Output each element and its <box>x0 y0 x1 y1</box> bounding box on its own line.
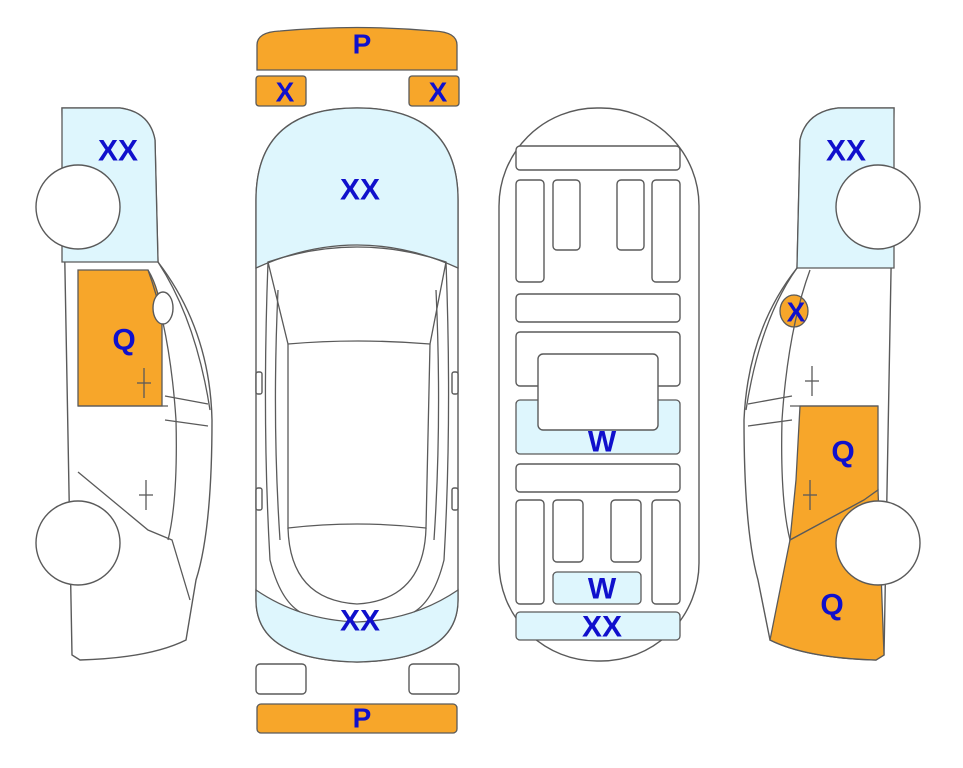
rear-left-corner-panel[interactable] <box>255 663 307 695</box>
front-left-corner-label: X <box>276 77 295 108</box>
right-door-divider <box>747 395 878 427</box>
left-front-handle <box>137 368 151 398</box>
right-front-handle <box>805 366 819 396</box>
right-roof-line <box>781 269 811 541</box>
right-front-wheel <box>835 164 921 250</box>
right-rear-quarter-label: Q <box>820 589 843 622</box>
top-left-pillars <box>264 261 301 613</box>
rear-right-seat-inner <box>610 499 642 563</box>
top-view: P X X XX XX P <box>255 26 460 734</box>
left-hood-label: XX <box>98 135 138 168</box>
front-bumper-panel[interactable] <box>256 26 458 71</box>
right-hood-label: XX <box>826 135 866 168</box>
top-right-mirror <box>451 371 459 395</box>
rear-bumper-label: P <box>353 703 372 734</box>
left-door-label: Q <box>112 324 135 357</box>
top-left-mirror <box>255 371 263 395</box>
right-mirror-label: X <box>787 297 806 328</box>
front-right-corner-label: X <box>429 77 448 108</box>
right-rear-wheel <box>835 500 921 586</box>
top-rear-window <box>287 527 427 605</box>
left-side-view: XX Q <box>35 107 213 661</box>
rear-left-seat-inner <box>552 499 584 563</box>
top-right-pillars <box>413 261 450 613</box>
left-mirror <box>152 291 174 325</box>
right-rear-handle <box>803 480 817 510</box>
right-windshield-line <box>745 267 798 411</box>
left-rear-wheel <box>35 500 121 586</box>
rear-damage-label: W <box>588 573 617 606</box>
center-console <box>537 353 659 431</box>
left-door-divider <box>78 395 209 427</box>
rear-bumper-panel[interactable] <box>256 703 458 734</box>
top-roof <box>287 343 431 529</box>
front-left-seat-outer <box>515 179 545 283</box>
rear-left-seat-outer <box>515 499 545 605</box>
front-left-seat-inner <box>552 179 581 251</box>
front-bumper-label: P <box>353 29 372 60</box>
left-rear-handle <box>139 480 153 510</box>
top-hood-panel[interactable] <box>255 107 459 270</box>
left-front-wheel <box>35 164 121 250</box>
top-left-handle <box>255 487 263 511</box>
dashboard <box>515 145 681 171</box>
front-right-seat-outer <box>651 179 681 283</box>
left-rear-door-line <box>77 471 191 601</box>
front-right-seat-inner <box>616 179 645 251</box>
front-right-corner-panel[interactable] <box>408 75 460 107</box>
rear-right-seat-outer <box>651 499 681 605</box>
interior-view: W W XX <box>498 107 700 662</box>
front-left-corner-panel[interactable] <box>255 75 307 107</box>
top-hood-label: XX <box>340 174 380 207</box>
right-side-view: XX X Q Q <box>743 107 921 661</box>
top-rear-panel[interactable] <box>255 588 459 663</box>
rear-right-corner-panel[interactable] <box>408 663 460 695</box>
middle-damage-label: W <box>588 426 617 459</box>
trunk-damage-panel[interactable] <box>515 611 681 641</box>
left-windshield-line <box>157 261 211 411</box>
trunk-damage-label: XX <box>582 611 622 644</box>
rear-damage-panel[interactable] <box>552 571 642 605</box>
top-rear-label: XX <box>340 605 380 638</box>
middle-bar <box>515 293 681 323</box>
right-rear-door-label: Q <box>831 436 854 469</box>
rear-bar <box>515 463 681 493</box>
top-right-handle <box>451 487 459 511</box>
